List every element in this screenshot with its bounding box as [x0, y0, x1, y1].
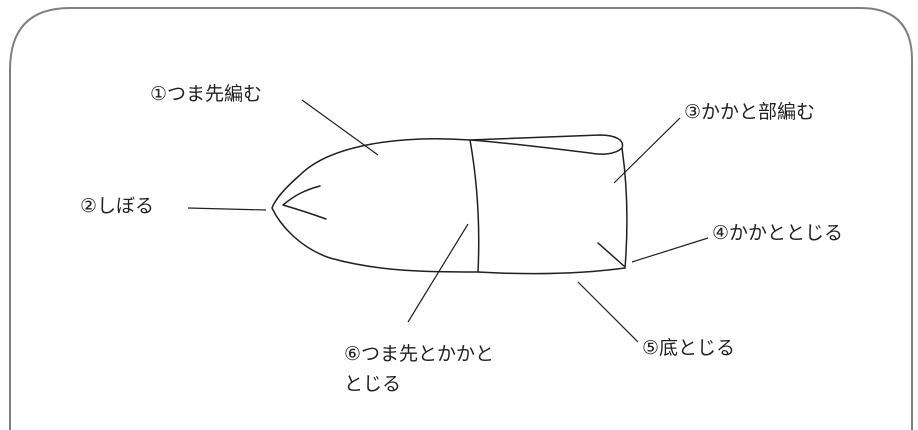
gather-lines: [282, 185, 327, 220]
label-toe-heel-close-line2: とじる: [344, 373, 402, 395]
heel-bottom: [477, 267, 626, 275]
toe-heel-seam: [469, 139, 480, 273]
label-gather: ②しぼる: [80, 195, 155, 217]
leader-gather: [187, 207, 267, 211]
leader-toe-heel-close: [407, 223, 469, 323]
leader-heel-close: [631, 237, 709, 263]
label-heel-close: ④かかととじる: [712, 222, 844, 244]
label-heel-knit: ③かかと部編む: [684, 101, 816, 123]
leader-heel-knit: [613, 117, 681, 184]
heel-section: [469, 134, 624, 155]
label-sole-close: ⑤底とじる: [642, 337, 736, 359]
label-toe-heel-close-line1: ⑥つま先とかかと: [344, 343, 495, 365]
toe-section: [271, 138, 479, 273]
heel-closing-seam: [597, 242, 625, 267]
leader-toe-knit: [301, 99, 379, 156]
label-toe-knit: ①つま先編む: [150, 83, 263, 105]
rounded-frame: [9, 7, 913, 430]
heel-side: [621, 147, 628, 269]
leader-lines: [187, 99, 709, 343]
leader-sole-close: [577, 281, 639, 343]
sock-illustration: [271, 134, 628, 275]
